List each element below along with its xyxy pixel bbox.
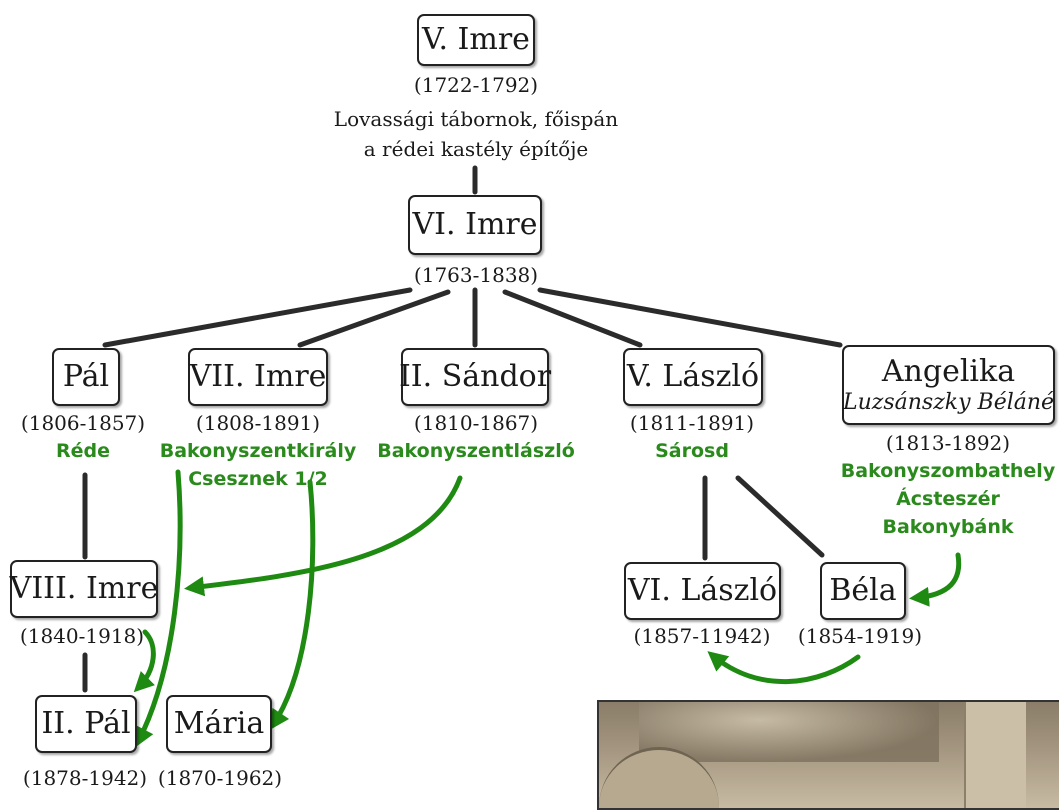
name-sandor2: II. Sándor <box>398 359 552 395</box>
name-imre6: VI. Imre <box>412 207 538 243</box>
name-imre7: VII. Imre <box>189 359 327 395</box>
arrow-bela-to-laszlo6 <box>707 651 861 684</box>
dates-maria: (1870-1962) <box>157 766 283 790</box>
name-imre5: V. Imre <box>422 22 530 58</box>
arrow-imre7-to-pal2 <box>135 469 183 748</box>
box-imre8: VIII. Imre <box>10 560 158 618</box>
dates-imre5: (1722-1792) <box>413 73 539 97</box>
dates-pal: (1806-1857) <box>20 411 146 435</box>
link-imre6-pal <box>102 287 413 348</box>
dates-laszlo5: (1811-1891) <box>629 411 755 435</box>
castle-photo <box>597 700 1059 810</box>
box-imre6: VI. Imre <box>408 195 542 255</box>
dates-pal2: (1878-1942) <box>22 766 148 790</box>
note-imre5-title: Lovassági tábornok, főispán <box>333 107 619 131</box>
box-imre7: VII. Imre <box>188 348 328 406</box>
link-laszlo5-bela <box>735 475 825 558</box>
box-maria: Mária <box>166 695 272 753</box>
arrow-angelika-to-bela <box>909 552 962 607</box>
box-imre5: V. Imre <box>417 14 535 66</box>
arrow-imre8-to-pal2 <box>133 629 156 693</box>
dates-angelika: (1813-1892) <box>885 431 1011 455</box>
box-pal2: II. Pál <box>35 695 137 753</box>
dates-imre6: (1763-1838) <box>413 263 539 287</box>
name-pal2: II. Pál <box>41 706 131 742</box>
estate-sandor2-1: Bakonyszentlászló <box>377 440 575 462</box>
arrow-imre7-to-maria <box>269 479 316 730</box>
estate-imre7-2: Csesznek 1/2 <box>188 468 328 490</box>
estate-angelika-2: Ácsteszér <box>896 488 1000 510</box>
name-laszlo6: VI. László <box>627 573 778 609</box>
dates-imre7: (1808-1891) <box>195 411 321 435</box>
name-pal: Pál <box>62 359 110 395</box>
name-angelika: Angelika <box>881 354 1016 390</box>
estate-laszlo5-1: Sárosd <box>655 440 729 462</box>
box-bela: Béla <box>820 562 906 620</box>
link-imre6-imre7 <box>297 289 451 348</box>
name-bela: Béla <box>829 573 897 609</box>
estate-imre7-1: Bakonyszentkirály <box>159 440 357 462</box>
box-laszlo6: VI. László <box>624 562 781 620</box>
name-laszlo5: V. László <box>626 359 760 395</box>
link-imre6-laszlo5 <box>502 289 643 348</box>
dates-imre8: (1840-1918) <box>19 624 145 648</box>
name-maria: Mária <box>173 706 265 742</box>
estate-angelika-1: Bakonyszombathely <box>840 460 1056 482</box>
estate-angelika-3: Bakonybánk <box>882 516 1014 538</box>
name-imre8: VIII. Imre <box>9 571 159 607</box>
estate-pal-1: Réde <box>55 440 111 462</box>
box-sandor2: II. Sándor <box>398 348 552 406</box>
married-name-angelika: Luzsánszky Béláné <box>842 389 1055 415</box>
box-laszlo5: V. László <box>623 348 763 406</box>
box-angelika: Angelika Luzsánszky Béláné <box>842 345 1055 425</box>
arrow-sandor2-to-imre8 <box>184 475 463 597</box>
dates-bela: (1854-1919) <box>797 624 923 648</box>
dates-sandor2: (1810-1867) <box>413 411 539 435</box>
photo-roof <box>639 702 939 762</box>
dates-laszlo6: (1857-11942) <box>633 624 771 648</box>
link-imre6-angelika <box>537 287 843 348</box>
note-imre5-castle: a rédei kastély építője <box>363 137 589 161</box>
photo-tower <box>964 702 1026 808</box>
box-pal: Pál <box>52 348 120 406</box>
